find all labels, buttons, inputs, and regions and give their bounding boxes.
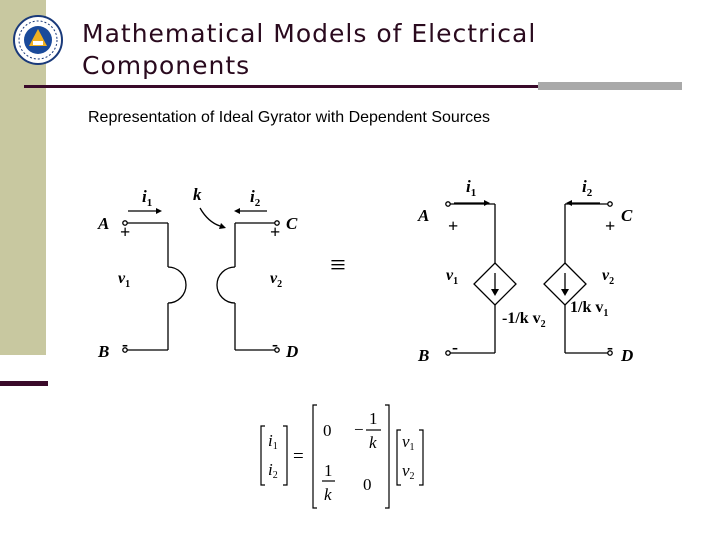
m12-sign: − <box>354 420 364 439</box>
equals-sign: = <box>293 446 304 467</box>
minus-left-right: - <box>452 337 458 357</box>
rhs-v1: v1 <box>402 432 415 453</box>
m11: 0 <box>323 421 332 440</box>
voltage-v1-right: v1 <box>446 267 458 287</box>
current-i2-right: i2 <box>582 177 593 199</box>
current-i1: i1 <box>142 187 152 209</box>
node-b-label-right: B <box>417 346 429 365</box>
voltage-v2-right: v2 <box>602 267 614 287</box>
node-d-label: D <box>285 342 298 361</box>
lhs-i2: i2 <box>268 460 278 481</box>
m21-num: 1 <box>324 461 333 480</box>
minus-left: - <box>122 334 128 354</box>
university-logo <box>13 15 63 65</box>
matrix-equation: i1 i2 = 0 − 1 k 1 k 0 v1 v2 <box>260 404 424 509</box>
current-i1-right: i1 <box>466 177 476 199</box>
gyrator-circuit: A C B D + + - - i1 i2 k v1 v2 <box>97 185 298 361</box>
node-c-label: C <box>286 214 298 233</box>
svg-text:≡: ≡ <box>330 250 346 278</box>
equivalence-symbol: ≡ <box>330 250 346 278</box>
voltage-v2: v2 <box>270 270 282 290</box>
m12-num: 1 <box>369 409 378 428</box>
rhs-v2: v2 <box>402 461 415 482</box>
node-a-label: A <box>97 214 109 233</box>
dependent-source-circuit: A C B D + + - - i1 i2 v1 v2 -1/k v2 1/k … <box>417 177 633 365</box>
minus-right-right: - <box>607 337 613 357</box>
node-b-label: B <box>97 342 109 361</box>
plus-right-right: + <box>605 216 615 236</box>
plus-left: + <box>120 222 130 242</box>
m21-den: k <box>324 485 332 504</box>
plus-left-right: + <box>448 216 458 236</box>
source-right-label: 1/k v1 <box>570 299 608 319</box>
slide-title: Mathematical Models of Electrical Compon… <box>82 19 537 80</box>
plus-right: + <box>270 222 280 242</box>
sidebar-accent-bar <box>0 381 48 386</box>
voltage-v1: v1 <box>118 270 130 290</box>
lhs-i1: i1 <box>268 431 278 452</box>
source-left-label: -1/k v2 <box>502 310 546 330</box>
title-rule-accent <box>538 82 682 90</box>
minus-right: - <box>272 334 278 354</box>
node-d-label-right: D <box>620 346 633 365</box>
current-i2: i2 <box>250 187 261 209</box>
node-a-label-right: A <box>417 206 429 225</box>
coupling-k: k <box>193 185 202 204</box>
node-c-label-right: C <box>621 206 633 225</box>
m22: 0 <box>363 475 372 494</box>
slide-subtitle: Representation of Ideal Gyrator with Dep… <box>88 109 491 126</box>
title-rule <box>24 85 546 88</box>
m12-den: k <box>369 433 377 452</box>
